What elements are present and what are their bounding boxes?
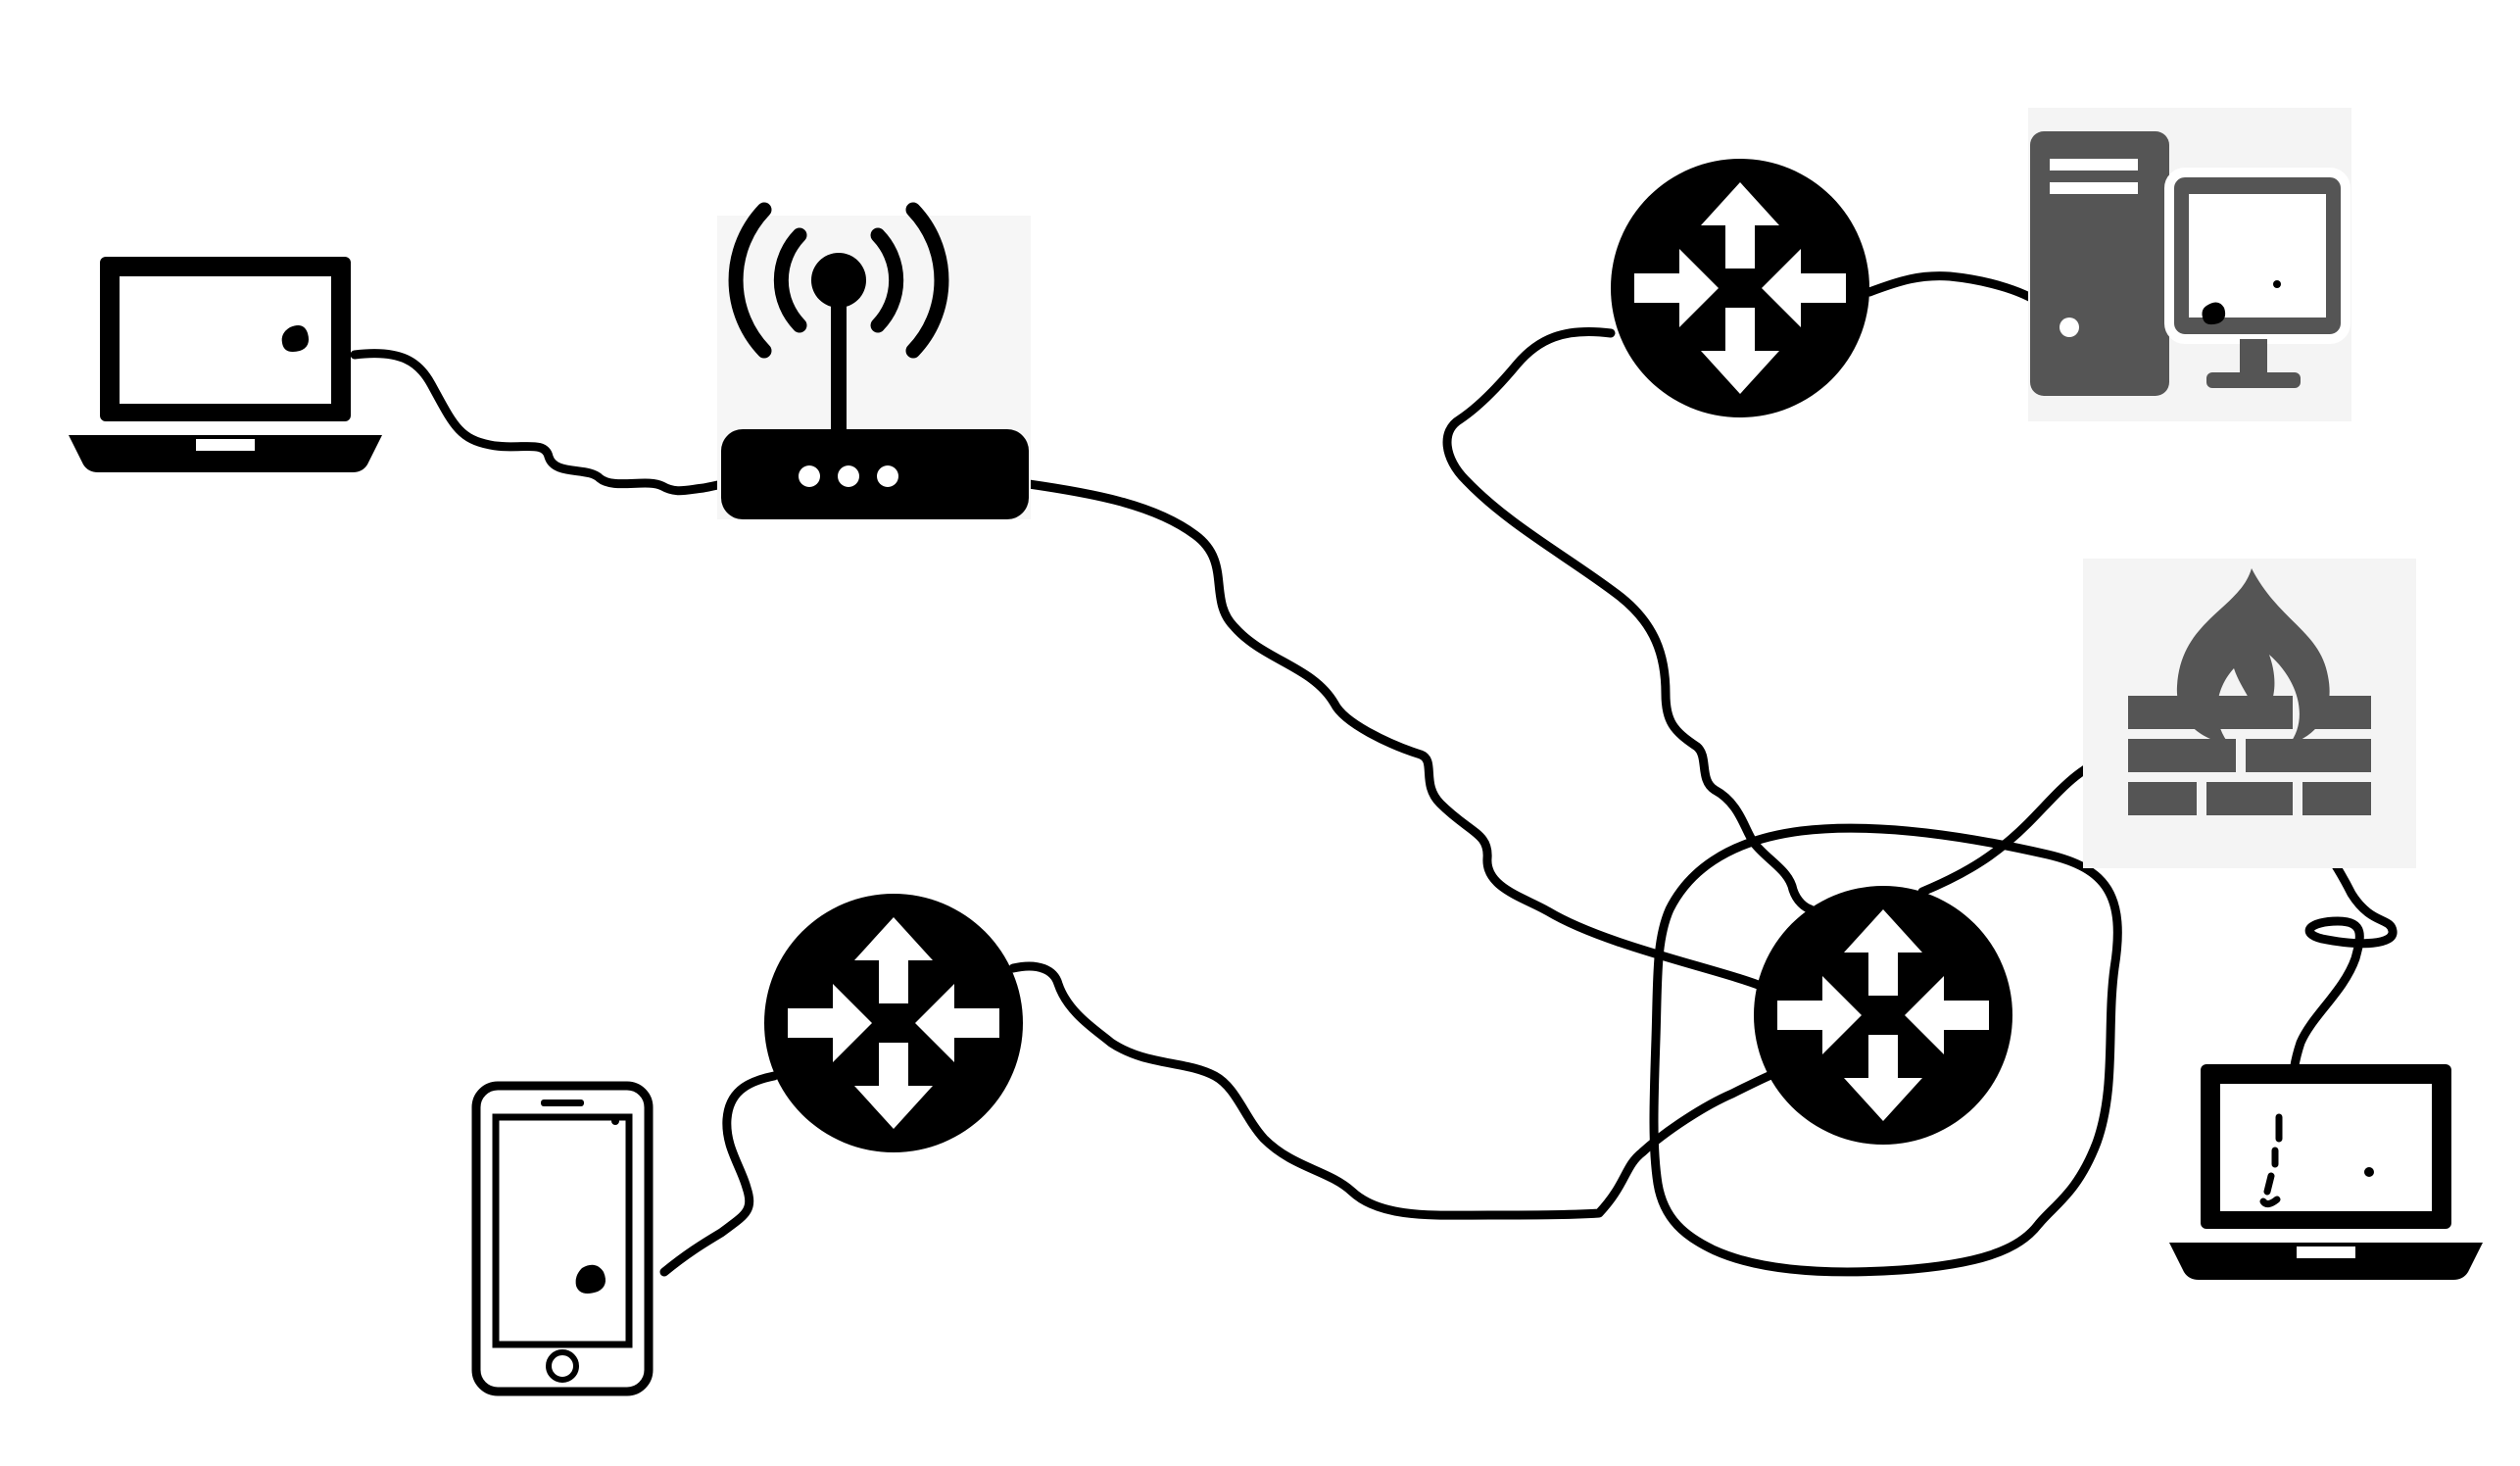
router-top [1611, 159, 1869, 417]
wire-router-top-to-desktop-pc [1865, 271, 2051, 313]
wire-wifi-router-to-router-center [1024, 479, 1770, 993]
wire-smartphone-to-router-bottom [659, 1071, 779, 1277]
wireless-router-icon [721, 202, 1029, 519]
firewall [2083, 559, 2416, 868]
laptop-icon [2169, 1064, 2483, 1280]
laptop-left [69, 257, 382, 472]
desktop-computer-icon [2030, 131, 2350, 396]
smartphone-icon [471, 1081, 654, 1396]
wire-loop-around-router-center [1649, 823, 2122, 1277]
wifi-router [717, 202, 1031, 519]
router-bottom [764, 894, 1023, 1152]
smartphone [471, 1081, 654, 1396]
laptop-icon [69, 257, 382, 472]
firewall-icon [2128, 568, 2371, 815]
wire-router-top-to-router-center [1442, 326, 1816, 914]
router-icon [1754, 886, 2012, 1145]
router-center [1754, 886, 2012, 1145]
desktop-pc [2028, 108, 2351, 421]
wire-laptop-left-to-wifi-router [350, 349, 736, 496]
router-icon [1611, 159, 1869, 417]
router-icon [764, 894, 1023, 1152]
wire-firewall-to-laptop-right [2287, 806, 2398, 1112]
laptop-right [2169, 1064, 2483, 1280]
